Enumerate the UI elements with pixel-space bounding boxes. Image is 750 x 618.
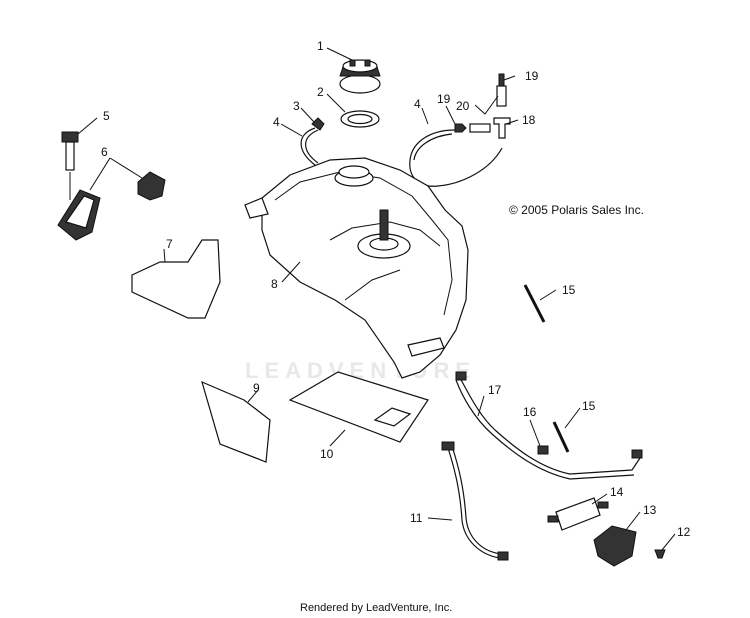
fuel-tank-part bbox=[244, 157, 469, 379]
callout-8: 8 bbox=[271, 277, 278, 291]
callout-9: 9 bbox=[253, 381, 260, 395]
lower-fuel-line-part bbox=[441, 441, 509, 561]
callout-6: 6 bbox=[101, 145, 108, 159]
fuel-clamp-part bbox=[537, 445, 549, 455]
callout-labels: 1 2 3 4 4 19 19 20 18 5 6 7 8 9 10 15 15… bbox=[101, 39, 691, 539]
callout-5: 5 bbox=[103, 109, 110, 123]
callout-19: 19 bbox=[525, 69, 539, 83]
callout-17: 17 bbox=[488, 383, 502, 397]
fuel-filter-part bbox=[547, 497, 609, 531]
screw-part bbox=[654, 549, 666, 559]
callout-16: 16 bbox=[523, 405, 537, 419]
callout-10: 10 bbox=[320, 447, 334, 461]
callout-15: 15 bbox=[562, 283, 576, 297]
vent-hose-right-b bbox=[413, 133, 453, 161]
filter-bracket-part bbox=[593, 525, 637, 567]
callout-15b: 15 bbox=[582, 399, 596, 413]
footer-text: Rendered by LeadVenture, Inc. bbox=[300, 602, 452, 614]
leader-lines bbox=[77, 47, 676, 551]
callout-11: 11 bbox=[410, 511, 423, 525]
rod-part bbox=[523, 284, 570, 453]
callout-4b: 4 bbox=[414, 97, 421, 111]
vent-hose-left-b bbox=[305, 129, 319, 164]
callout-12: 12 bbox=[677, 525, 691, 539]
callout-19b: 19 bbox=[437, 92, 451, 106]
callout-4: 4 bbox=[273, 115, 280, 129]
cap-gasket-part bbox=[340, 110, 380, 128]
callout-1: 1 bbox=[317, 39, 324, 53]
callout-20: 20 bbox=[456, 99, 470, 113]
callout-14: 14 bbox=[610, 485, 624, 499]
vent-hose-right bbox=[409, 129, 503, 187]
copyright-text: © 2005 Polaris Sales Inc. bbox=[509, 203, 644, 217]
fuel-cap-part bbox=[339, 59, 381, 94]
tank-pad-part bbox=[131, 239, 221, 319]
bolt-part bbox=[61, 131, 79, 200]
fuel-line-part bbox=[455, 371, 643, 480]
callout-2: 2 bbox=[317, 85, 324, 99]
vent-fittings-part bbox=[454, 73, 511, 139]
callout-13: 13 bbox=[643, 503, 657, 517]
small-pad-part bbox=[201, 380, 271, 463]
large-pad-part bbox=[288, 371, 429, 443]
callout-3: 3 bbox=[293, 99, 300, 113]
hose-clamp-part bbox=[311, 117, 325, 131]
callout-18: 18 bbox=[522, 113, 536, 127]
bracket-part bbox=[57, 171, 166, 241]
callout-7: 7 bbox=[166, 237, 173, 251]
